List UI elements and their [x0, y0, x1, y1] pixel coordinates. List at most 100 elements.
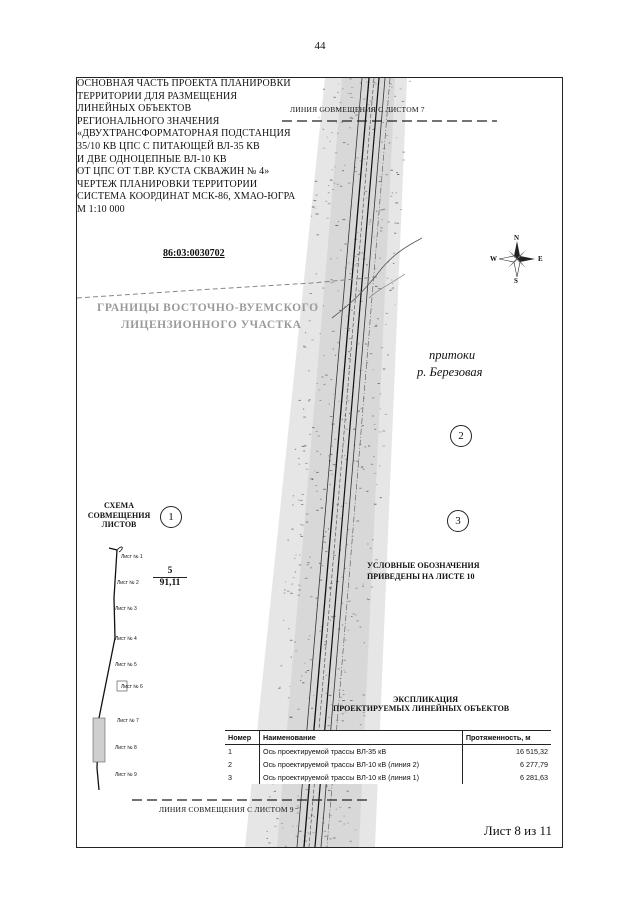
terrain-dot: [367, 543, 369, 545]
terrain-dot: [296, 805, 299, 807]
legend-note: ПРИВЕДЕНЫ НА ЛИСТЕ 10: [367, 572, 475, 581]
terrain-dot: [381, 219, 383, 221]
table-cell: 6 281,63: [520, 773, 548, 782]
terrain-dot: [327, 203, 331, 205]
river-label: р. Березовая: [417, 365, 483, 379]
terrain-dot: [315, 597, 318, 599]
terrain-dot: [308, 399, 311, 400]
mini-sheet-label: Лист № 4: [115, 636, 137, 642]
terrain-dot: [378, 465, 381, 467]
terrain-dot: [328, 694, 332, 696]
terrain-dot: [375, 559, 378, 561]
terrain-dot: [316, 450, 319, 452]
terrain-dot: [351, 117, 354, 119]
marker-circle-1: 1: [160, 506, 182, 528]
terrain-dot: [379, 497, 382, 499]
terrain-dot: [306, 670, 310, 671]
terrain-dot: [350, 97, 353, 98]
terrain-dot: [380, 141, 383, 143]
terrain-dot: [315, 485, 318, 486]
terrain-dot: [316, 431, 318, 432]
terrain-dot: [347, 368, 350, 370]
terrain-dot: [296, 825, 298, 827]
terrain-dot: [354, 264, 357, 266]
terrain-dot: [345, 428, 349, 430]
terrain-dot: [344, 455, 346, 457]
terrain-dot: [328, 403, 330, 405]
license-boundary-label: ЛИЦЕНЗИОННОГО УЧАСТКА: [121, 319, 302, 331]
license-boundary: [77, 276, 378, 299]
terrain-dot: [287, 697, 290, 699]
match-line-bottom-label: ЛИНИЯ СОВМЕЩЕНИЯ С ЛИСТОМ 9: [159, 805, 294, 814]
terrain-dot: [331, 616, 334, 618]
terrain-dot: [380, 227, 383, 229]
terrain-dot: [362, 585, 364, 587]
terrain-dot: [330, 416, 333, 417]
terrain-dot: [310, 567, 313, 569]
terrain-dot: [291, 528, 294, 530]
terrain-dot: [350, 268, 352, 270]
terrain-dot: [329, 470, 333, 472]
terrain-dot: [339, 185, 343, 187]
terrain-dot: [350, 93, 352, 95]
terrain-dot: [342, 446, 344, 448]
terrain-dot: [311, 707, 314, 709]
terrain-dot: [332, 348, 334, 350]
terrain-dot: [324, 835, 327, 837]
terrain-dot: [331, 169, 334, 171]
terrain-dot: [383, 208, 386, 210]
terrain-dot: [295, 808, 298, 809]
terrain-dot: [338, 690, 340, 692]
terrain-dot: [330, 704, 333, 706]
terrain-dot: [322, 535, 326, 537]
terrain-dot: [316, 234, 320, 236]
terrain-dot: [344, 639, 347, 641]
terrain-dot: [361, 252, 364, 254]
terrain-dot: [349, 273, 351, 274]
mini-sheet-label: Лист № 3: [115, 606, 137, 612]
terrain-dot: [349, 127, 351, 129]
explication-table: Номер Наименование Протяженность, м 1 Ос…: [225, 730, 551, 784]
map-sheet-frame: ОСНОВНАЯ ЧАСТЬ ПРОЕКТА ПЛАНИРОВКИ ТЕРРИТ…: [76, 77, 563, 848]
terrain-dot: [344, 243, 347, 245]
terrain-dot: [340, 505, 343, 507]
title-line: И ДВЕ ОДНОЦЕПНЫЕ ВЛ-10 КВ: [77, 153, 227, 165]
terrain-dot: [320, 498, 322, 500]
terrain-dot: [344, 567, 346, 569]
terrain-dot: [337, 668, 340, 670]
corridor-line: [296, 78, 363, 847]
terrain-dot: [276, 818, 279, 820]
terrain-dot: [333, 554, 336, 556]
terrain-dot: [378, 431, 382, 433]
terrain-dot: [301, 493, 304, 495]
terrain-dot: [303, 840, 307, 842]
title-line: М 1:10 000: [77, 203, 125, 215]
terrain-dot: [330, 815, 332, 817]
terrain-dot: [338, 83, 340, 85]
terrain-dot: [329, 179, 333, 181]
terrain-dot: [396, 172, 398, 174]
mini-sheet-label: Лист № 5: [115, 662, 137, 668]
terrain-dot: [347, 600, 351, 602]
terrain-dot: [382, 122, 384, 123]
terrain-dot: [351, 86, 354, 88]
terrain-dot: [342, 690, 344, 691]
terrain-dot: [299, 534, 302, 536]
terrain-dot: [292, 825, 294, 827]
terrain-dot: [307, 370, 310, 372]
terrain-dot: [307, 400, 311, 402]
terrain-dot: [304, 577, 308, 579]
page-number: 44: [314, 40, 326, 52]
terrain-dot: [304, 662, 306, 664]
terrain-dot: [370, 463, 374, 465]
terrain-dot: [348, 262, 350, 264]
terrain-dot: [287, 539, 289, 541]
terrain-dot: [294, 650, 298, 652]
terrain-dot: [268, 842, 271, 844]
terrain-dot: [304, 671, 308, 673]
terrain-dot: [354, 170, 358, 172]
terrain-dot: [397, 222, 399, 224]
terrain-dot: [300, 524, 303, 526]
sheet-scheme-route: [92, 546, 128, 791]
terrain-dot: [339, 518, 341, 520]
